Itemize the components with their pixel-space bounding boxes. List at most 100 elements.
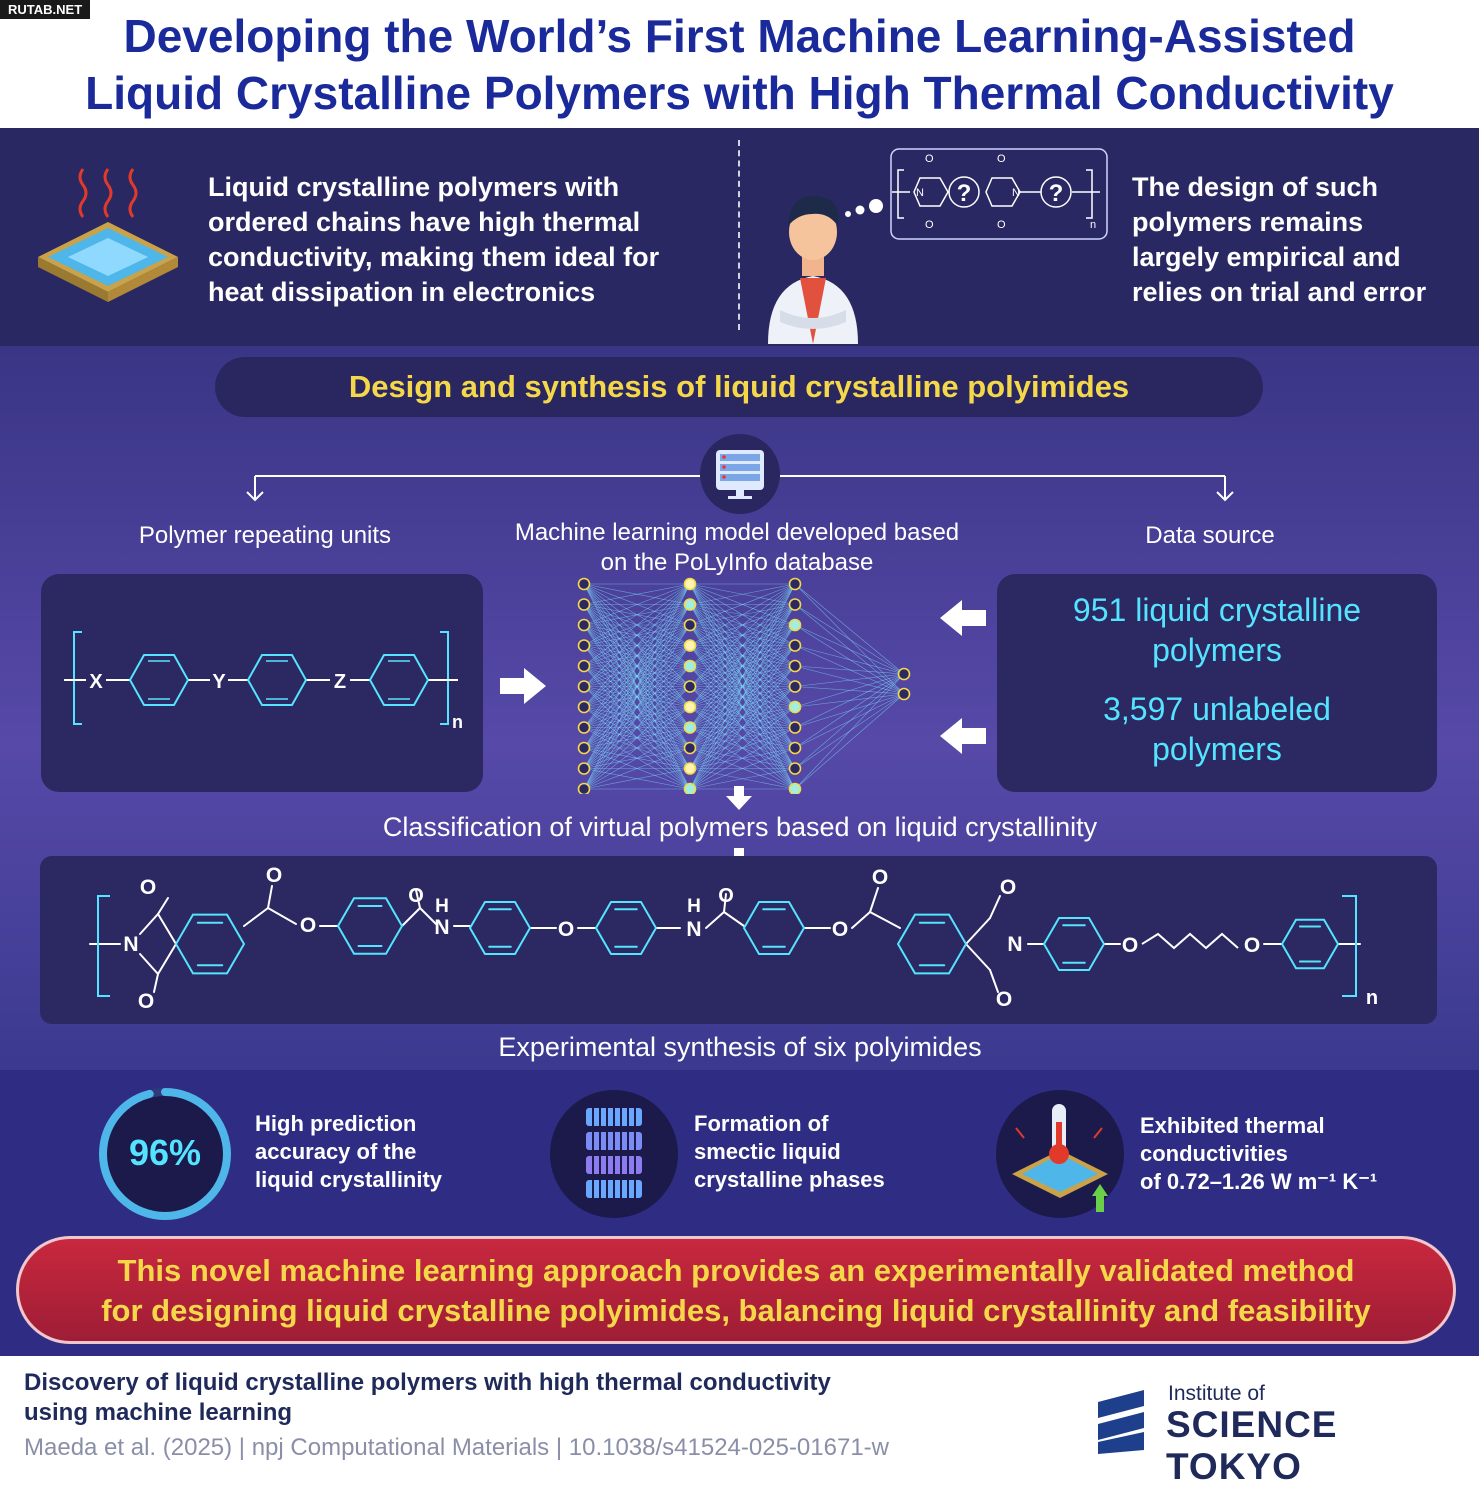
- nn-node: [683, 700, 697, 714]
- intro-right-text: The design of such polymers remains larg…: [1132, 170, 1426, 310]
- intro-right-line: The design of such: [1132, 172, 1379, 202]
- smectic-line: crystalline phases: [694, 1167, 885, 1192]
- atom-label: N: [434, 916, 449, 939]
- atom-label: H: [687, 896, 701, 917]
- arrow-left-icon: [940, 718, 986, 754]
- nn-node: [788, 577, 802, 591]
- citation-title: Discovery of liquid crystalline polymers…: [24, 1368, 831, 1428]
- benzene-ring: [468, 901, 532, 955]
- benzene-ring: [742, 901, 806, 955]
- atom-label: O: [832, 918, 848, 941]
- atom-label: N: [123, 933, 138, 956]
- nn-node: [788, 680, 802, 693]
- label-ml-model: Machine learning model developed based o…: [487, 518, 987, 578]
- title-line-2: Liquid Crystalline Polymers with High Th…: [85, 67, 1394, 119]
- logo-line-1: Institute of: [1168, 1382, 1265, 1405]
- thermal-line: conductivities: [1140, 1141, 1288, 1166]
- nn-node: [788, 762, 802, 775]
- nn-node: [577, 680, 591, 693]
- label-classification: Classification of virtual polymers based…: [382, 812, 1098, 842]
- arrow-down-icon: [726, 786, 752, 810]
- formula-o: O: [997, 153, 1006, 165]
- repeat-subscript: n: [452, 712, 463, 732]
- data-source-panel: 951 liquid crystalline polymers 3,597 un…: [997, 574, 1437, 792]
- nn-node: [683, 680, 697, 693]
- smectic-text: Formation of smectic liquid crystalline …: [694, 1110, 885, 1194]
- formula-unknown-2: ?: [1049, 180, 1064, 207]
- nn-node: [577, 598, 591, 611]
- atom-label: O: [300, 914, 316, 937]
- conclusion-line: This novel machine learning approach pro…: [117, 1253, 1355, 1288]
- repeating-unit-structure: X Y Z n: [64, 631, 463, 732]
- thermal-line: Exhibited thermal: [1140, 1113, 1325, 1138]
- nn-node: [683, 659, 697, 673]
- atom-label: N: [1007, 933, 1022, 956]
- intro-right-line: relies on trial and error: [1132, 277, 1427, 307]
- nn-node: [683, 721, 697, 734]
- conclusion-line: for designing liquid crystalline polyimi…: [101, 1293, 1371, 1328]
- database-server-icon: [700, 434, 780, 514]
- thermal-text: Exhibited thermal conductivities of 0.72…: [1140, 1112, 1377, 1196]
- data-source-line: 3,597 unlabeled: [1103, 691, 1331, 727]
- atom-label: O: [718, 885, 734, 907]
- formula-o: O: [925, 219, 934, 231]
- label-synthesis: Experimental synthesis of six polyimides: [498, 1032, 982, 1062]
- benzene-ring: [1042, 917, 1106, 971]
- section-title: Design and synthesis of liquid crystalli…: [215, 357, 1263, 417]
- formula-subscript: n: [1090, 219, 1096, 231]
- molecule-bonds: [89, 885, 1361, 993]
- atom-label: O: [1244, 934, 1260, 957]
- thought-dots-icon: [845, 199, 883, 217]
- page-title: Developing the World’s First Machine Lea…: [0, 8, 1479, 122]
- formula-n: N: [916, 187, 924, 199]
- arrow-left-icon: [940, 600, 986, 636]
- formula-unknown-1: ?: [957, 180, 972, 207]
- intro-left-line: heat dissipation in electronics: [208, 277, 596, 307]
- unknown-formula: ? ? N N O O O O n: [890, 148, 1108, 240]
- atom-label: O: [1000, 876, 1016, 899]
- atom-label: O: [140, 876, 156, 899]
- citation-title-line: using machine learning: [24, 1399, 293, 1426]
- nn-node: [788, 659, 802, 673]
- nn-node: [683, 618, 697, 632]
- polyimide-structure-panel: [40, 856, 1437, 1024]
- conclusion-banner: This novel machine learning approach pro…: [16, 1236, 1456, 1344]
- intro-left-line: conductivity, making them ideal for: [208, 242, 660, 272]
- science-tokyo-logo-icon: [1098, 1390, 1144, 1454]
- nn-node: [577, 741, 591, 755]
- nn-connections: [583, 583, 905, 790]
- scientist-icon: [768, 195, 858, 344]
- atom-label: n: [1366, 987, 1378, 1009]
- alkyl-chain: [1141, 932, 1239, 950]
- substituent-z: Z: [334, 671, 346, 693]
- heat-chip-icon: [38, 168, 178, 302]
- thermal-line: of 0.72–1.26 W m⁻¹ K⁻¹: [1140, 1169, 1378, 1194]
- nn-node: [683, 782, 697, 794]
- nn-node: [788, 598, 802, 611]
- data-source-labeled: 951 liquid crystalline polymers: [997, 590, 1437, 670]
- benzene-ring: [1280, 918, 1340, 970]
- accuracy-line: High prediction: [255, 1111, 417, 1136]
- citation-title-line: Discovery of liquid crystalline polymers…: [24, 1369, 831, 1396]
- nn-node: [788, 721, 802, 734]
- repeating-unit-panel: [41, 574, 483, 792]
- formula-n: N: [1012, 187, 1020, 199]
- label-ml-model-line: on the PoLyInfo database: [600, 549, 874, 576]
- nn-node: [788, 618, 802, 632]
- atom-label: O: [408, 885, 424, 907]
- nn-node: [577, 782, 591, 794]
- nn-node: [788, 782, 802, 794]
- label-ml-model-line: Machine learning model developed based: [514, 519, 960, 546]
- benzene-ring: [174, 913, 246, 975]
- nn-node: [897, 687, 911, 701]
- nn-node: [683, 598, 697, 611]
- nn-node: [577, 577, 591, 591]
- nn-node: [683, 577, 697, 591]
- formula-o: O: [997, 219, 1006, 231]
- data-source-unlabeled: 3,597 unlabeled polymers: [997, 689, 1437, 769]
- nn-node: [788, 700, 802, 714]
- logo-line-2: SCIENCE TOKYO: [1166, 1404, 1338, 1487]
- citation-reference: Maeda et al. (2025) | npj Computational …: [24, 1434, 889, 1461]
- nn-node: [577, 659, 591, 673]
- intro-divider: [738, 140, 740, 330]
